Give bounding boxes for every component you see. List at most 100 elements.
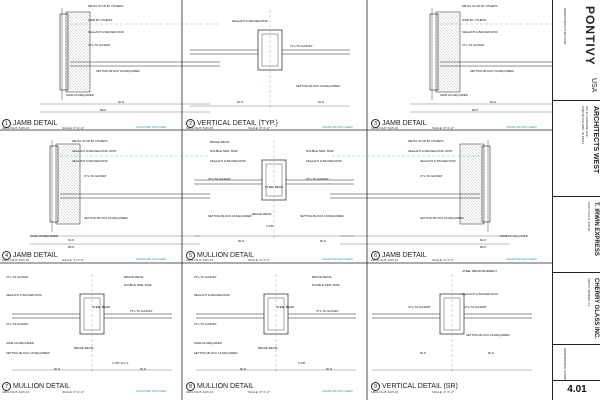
- note-vtl-gasket-8c: VTL-TO GASKET: [316, 309, 339, 313]
- note-metal-stud-3: METAL STUD BY OTHERS: [462, 4, 498, 8]
- title-block: PONTIVY USA WWW.PONTIVYUSA.COM ARCHITECT…: [552, 0, 600, 400]
- wall-section-1-hatch: [69, 11, 91, 33]
- detail-ref-9: ARCH SHT: 4/A5.10: [371, 390, 399, 394]
- detail-ref-7: ARCH SHT: 4/A5.10: [2, 390, 30, 394]
- wall-section-6-hatch: [459, 145, 485, 171]
- wall-section-6-hatch: [459, 205, 479, 225]
- note-setting-block-5b: SETTING BLOCK AS REQUIRED: [300, 214, 344, 218]
- tb-divider-1: [553, 100, 600, 101]
- detail-eng-5: SIGNATURE THIS SHEET: [322, 258, 353, 261]
- wall-section-6-hatch: [459, 184, 485, 210]
- note-sealant-7: SEALANT & BACKER ROD: [6, 293, 42, 297]
- wall-section-6-hatch: [459, 196, 485, 222]
- detail-eng-1: SIGNATURE THIS SHEET: [136, 126, 167, 129]
- note-brake-metal-5b: BRAKE METAL: [252, 212, 273, 216]
- dim-rfo-6: RFO: [480, 245, 487, 249]
- dim-rfo-3: RFO: [472, 108, 479, 112]
- wall-section-1-hatch: [65, 19, 91, 45]
- wall-section-1-hatch: [65, 37, 91, 63]
- wall-section-1-hatch: [84, 11, 91, 18]
- note-setting-block-2: SETTING BLOCK AS REQUIRED: [296, 84, 340, 88]
- wall-section-4-hatch: [55, 154, 81, 180]
- note-steel-beam-7: STEEL BEAM: [92, 305, 111, 309]
- note-brake-metal-5: BRAKE METAL: [210, 140, 231, 144]
- dim-dlo-5a: DLO: [238, 239, 245, 243]
- wall-section-1-hatch: [65, 85, 73, 93]
- wall-section-3-hatch: [435, 58, 461, 84]
- dim-dlo-5b: DLO: [320, 239, 327, 243]
- wall-section-6-hatch: [459, 217, 467, 225]
- wall-section-6-hatch: [472, 143, 485, 156]
- sheet-number: 4.01: [567, 384, 587, 395]
- wall-section-1-hatch: [72, 11, 91, 30]
- wall-section-4-hatch: [55, 187, 81, 213]
- detail-scale-8: SCALE: 3"=1'-0": [248, 390, 270, 394]
- wall-section-1-hatch: [65, 70, 88, 93]
- glazier-address: 3105 N. MARKET ST.: [587, 278, 591, 307]
- wall-section-6-hatch: [460, 143, 485, 168]
- wall-section-6-hatch: [469, 143, 485, 159]
- note-metal-stud: METAL STUD BY OTHERS: [88, 4, 124, 8]
- detail-scale-3: SCALE: 3"=1'-0": [432, 126, 454, 130]
- frame-profile-1: [59, 13, 69, 91]
- wall-section-4-hatch: [55, 196, 81, 222]
- wall-section-3-hatch: [435, 28, 461, 54]
- wall-section-3-hatch: [435, 31, 461, 57]
- note-steel-beam-5: STEEL BEAM: [265, 185, 284, 189]
- note-brake-metal-8: BRAKE METAL: [312, 275, 333, 279]
- wall-section-4-hatch: [65, 143, 81, 159]
- wall-section-1-hatch: [65, 82, 76, 93]
- detail-drawings: [0, 0, 552, 400]
- wall-section-1-hatch: [65, 88, 70, 93]
- note-setting-block: SETTING BLOCK AS REQUIRED: [96, 69, 140, 73]
- dim-dlo-3: DLO: [490, 100, 497, 104]
- wall-section-1-hatch: [65, 16, 91, 42]
- dim-dlo: DLO: [118, 100, 125, 104]
- note-setting-block-4: SETTING BLOCK AS REQUIRED: [84, 216, 128, 220]
- note-vtl-gasket-4: VTL-TO GASKET: [84, 174, 107, 178]
- wall-section-1-hatch: [65, 52, 91, 78]
- wall-section-4-hatch: [55, 145, 81, 171]
- wall-section-1-hatch: [65, 28, 91, 54]
- note-vtl-gasket-8: VTL-TO GASKET: [194, 275, 217, 279]
- detail-scale-6: SCALE: 3"=1'-0": [432, 258, 454, 262]
- dim-rfo-4: RFO: [68, 245, 75, 249]
- note-vtl-gasket-7: VTL-TO GASKET: [6, 275, 29, 279]
- note-sealant-5b: SEALANT & BACKER ROD: [306, 159, 342, 163]
- note-vtl-gasket-9b: VTL-TO GASKET: [464, 305, 487, 309]
- wall-section-4-hatch: [55, 172, 81, 198]
- wall-section-4-hatch: [55, 220, 60, 225]
- architect-city: COEUR D'ALENE, ID 83814: [581, 106, 585, 145]
- wall-section-4-hatch: [55, 193, 81, 219]
- wall-section-6-hatch: [459, 187, 485, 213]
- note-vtl-gasket-9: VTL-TO GASKET: [408, 305, 431, 309]
- wall-section-4-hatch: [62, 143, 81, 162]
- note-vtl-gasket-8b: VTL-TO GASKET: [194, 322, 217, 326]
- note-sealant-6: SEALANT & BACKER ROD: [420, 159, 456, 163]
- note-vtl-gasket-7b: VTL-TO GASKET: [6, 322, 29, 326]
- wall-section-4-hatch: [55, 160, 81, 186]
- wall-section-1-hatch: [87, 11, 91, 15]
- wall-section-4-hatch: [71, 143, 81, 153]
- wall-section-6-hatch: [459, 178, 485, 204]
- wall-section-4-hatch: [55, 178, 81, 204]
- dim-dlo-2a: DLO: [237, 100, 244, 104]
- note-vtl-gasket-5: VTL-TO GASKET: [208, 177, 231, 181]
- note-vtl-gasket-5b: VTL-TO GASKET: [306, 177, 329, 181]
- note-brake-metal-7: BRAKE METAL: [124, 275, 145, 279]
- wall-section-6-hatch: [459, 154, 485, 180]
- wall-section-4-hatch: [55, 163, 81, 189]
- wall-section-4-hatch: [55, 157, 81, 183]
- note-shim-6: SHIM AS REQUIRED: [500, 234, 528, 238]
- note-sealant-9: SEALANT & BACKER ROD: [462, 292, 498, 296]
- wall-section-4-hatch: [55, 175, 81, 201]
- wall-section-4-hatch: [55, 151, 81, 177]
- note-metal-stud-4: METAL STUD BY OTHERS: [72, 139, 108, 143]
- wall-section-6-hatch: [459, 166, 485, 192]
- detail-scale-1: SCALE: 3"=1'-0": [62, 126, 84, 130]
- wall-section-3-hatch: [454, 11, 461, 18]
